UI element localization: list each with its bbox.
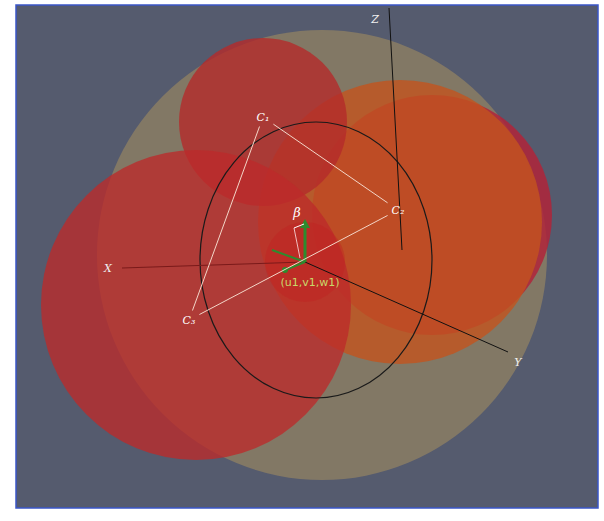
sphere-center: C₂ bbox=[390, 203, 407, 218]
triangle-side bbox=[192, 127, 259, 311]
inner-glow bbox=[265, 222, 345, 302]
normal-arrow bbox=[304, 226, 307, 262]
triangle-side bbox=[273, 124, 387, 203]
axis-label: Z bbox=[371, 13, 379, 26]
sphere-c3 bbox=[41, 150, 351, 460]
arrow-head bbox=[300, 219, 310, 228]
axis-label: X bbox=[104, 262, 112, 275]
angle-mark bbox=[294, 224, 304, 228]
center-label: C₃ bbox=[183, 314, 196, 327]
axis-label: Y bbox=[514, 356, 521, 369]
triangle-side bbox=[199, 215, 387, 314]
sphere-center: C₃ bbox=[181, 313, 198, 328]
center-label: C₁ bbox=[257, 111, 270, 124]
angle-line bbox=[294, 228, 300, 258]
point-line bbox=[285, 262, 305, 270]
angle-label: β bbox=[293, 205, 301, 220]
point-label: (u1,v1,w1) bbox=[280, 276, 339, 289]
center-label: C₂ bbox=[392, 204, 405, 217]
frame bbox=[16, 5, 598, 508]
sphere-center: C₁ bbox=[255, 110, 272, 125]
x-axis bbox=[122, 262, 305, 268]
